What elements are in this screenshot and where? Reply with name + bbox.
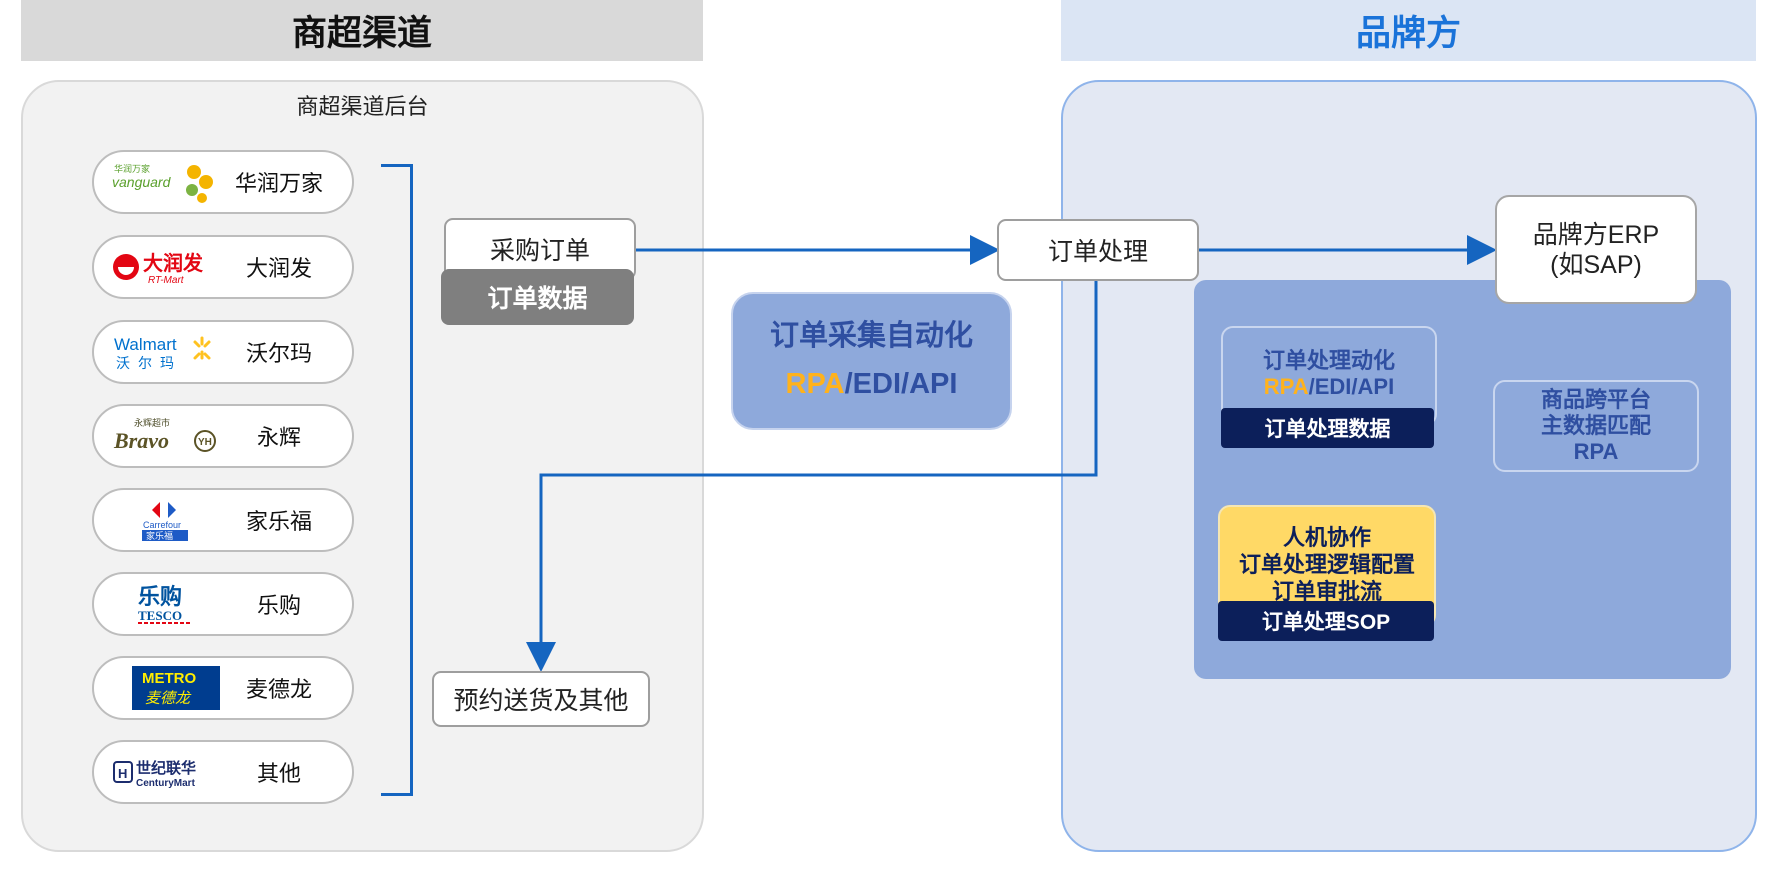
channel-backend-title: 商超渠道后台	[296, 94, 429, 119]
retailer-pill-carrefour: Carrefour 家乐福 家乐福	[92, 488, 354, 552]
yonghui-logo-icon: 永辉超市 Bravo YH	[112, 414, 220, 458]
human-line-3: 订单审批流	[1271, 579, 1382, 604]
sku-line-1: 商品跨平台	[1540, 387, 1651, 412]
rpa-label: RPA	[1263, 374, 1309, 399]
retailer-label: 家乐福	[245, 509, 312, 534]
svg-text:Carrefour: Carrefour	[143, 520, 181, 530]
order-processing-sop-bar: 订单处理SOP	[1218, 601, 1434, 641]
retailer-pill-metro: METRO 麦德龙 麦德龙	[92, 656, 354, 720]
rpa-label: RPA	[1573, 439, 1619, 464]
sku-master-data-box: 商品跨平台 主数据匹配 RPA	[1493, 380, 1699, 472]
svg-text:YH: YH	[198, 437, 212, 448]
order-collection-automation-title: 订单采集自动化	[769, 320, 973, 352]
automation-methods: RPA/EDI/API	[786, 362, 958, 406]
retailer-label: 麦德龙	[245, 677, 312, 702]
retailer-pill-yonghui: 永辉超市 Bravo YH 永辉	[92, 404, 354, 468]
svg-text:华润万家: 华润万家	[114, 163, 150, 174]
svg-text:RT-Mart: RT-Mart	[148, 275, 185, 286]
retailer-label: 其他	[256, 761, 301, 786]
erp-example: (如SAP)	[1550, 250, 1642, 279]
svg-text:H: H	[118, 766, 127, 781]
retailer-label: 华润万家	[234, 171, 323, 196]
svg-text:CenturyMart: CenturyMart	[136, 778, 196, 789]
erp-title: 品牌方ERP	[1532, 220, 1660, 249]
centurymart-logo-icon: H 世纪联华 CenturyMart	[112, 750, 220, 794]
human-line-1: 人机协作	[1282, 525, 1371, 550]
rt-mart-logo-icon: 大润发 RT-Mart	[112, 245, 220, 289]
vanguard-logo-icon: 华润万家 vanguard	[112, 160, 220, 204]
retailer-bracket	[381, 164, 413, 796]
svg-text:家乐福: 家乐福	[146, 530, 173, 541]
edi-api-label: /EDI/API	[844, 368, 958, 400]
svg-text:大润发: 大润发	[143, 251, 204, 275]
carrefour-logo-icon: Carrefour 家乐福	[112, 498, 220, 542]
svg-text:沃尔玛: 沃尔玛	[116, 355, 182, 371]
retailer-label: 沃尔玛	[245, 341, 312, 366]
svg-text:世纪联华: 世纪联华	[136, 759, 196, 777]
retailer-pill-rt-mart: 大润发 RT-Mart 大润发	[92, 235, 354, 299]
human-line-2: 订单处理逻辑配置	[1238, 552, 1415, 577]
svg-text:vanguard: vanguard	[112, 174, 172, 190]
retailer-pill-vanguard: 华润万家 vanguard 华润万家	[92, 150, 354, 214]
retailer-label: 大润发	[245, 256, 312, 281]
delivery-and-other-box: 预约送货及其他	[432, 671, 650, 727]
retailer-pill-centurymart: H 世纪联华 CenturyMart 其他	[92, 740, 354, 804]
metro-logo-icon: METRO 麦德龙	[112, 666, 220, 710]
processing-automation-methods: RPA/EDI/API	[1264, 374, 1394, 400]
arrow-processing-to-delivery	[526, 281, 1098, 672]
order-processing-data-bar: 订单处理数据	[1221, 408, 1434, 448]
svg-text:Bravo: Bravo	[113, 428, 169, 453]
sku-line-2: 主数据匹配	[1540, 413, 1651, 438]
brand-erp-box: 品牌方ERP (如SAP)	[1495, 195, 1697, 304]
brand-header: 品牌方	[1061, 0, 1756, 61]
edi-api-label: /EDI/API	[1308, 374, 1395, 399]
svg-text:乐购: 乐购	[138, 584, 182, 609]
order-data-bar: 订单数据	[441, 269, 634, 325]
walmart-logo-icon: Walmart 沃尔玛	[112, 330, 220, 374]
order-processing-box: 订单处理	[997, 219, 1199, 281]
svg-text:Walmart: Walmart	[114, 335, 177, 354]
rpa-label: RPA	[785, 368, 845, 400]
svg-text:永辉超市: 永辉超市	[134, 417, 170, 428]
retailer-label: 乐购	[256, 593, 301, 618]
order-collection-automation-box: 订单采集自动化 RPA/EDI/API	[731, 292, 1012, 430]
retailer-pill-walmart: Walmart 沃尔玛 沃尔玛	[92, 320, 354, 384]
svg-text:TESCO: TESCO	[138, 608, 182, 623]
retailer-label: 永辉	[256, 425, 301, 450]
channel-header: 商超渠道	[21, 0, 703, 61]
svg-text:麦德龙: 麦德龙	[145, 690, 192, 707]
retailer-pill-tesco: 乐购 TESCO 乐购	[92, 572, 354, 636]
tesco-logo-icon: 乐购 TESCO	[112, 582, 220, 626]
svg-text:METRO: METRO	[142, 670, 196, 687]
order-processing-automation-title: 订单处理动化	[1262, 348, 1395, 373]
